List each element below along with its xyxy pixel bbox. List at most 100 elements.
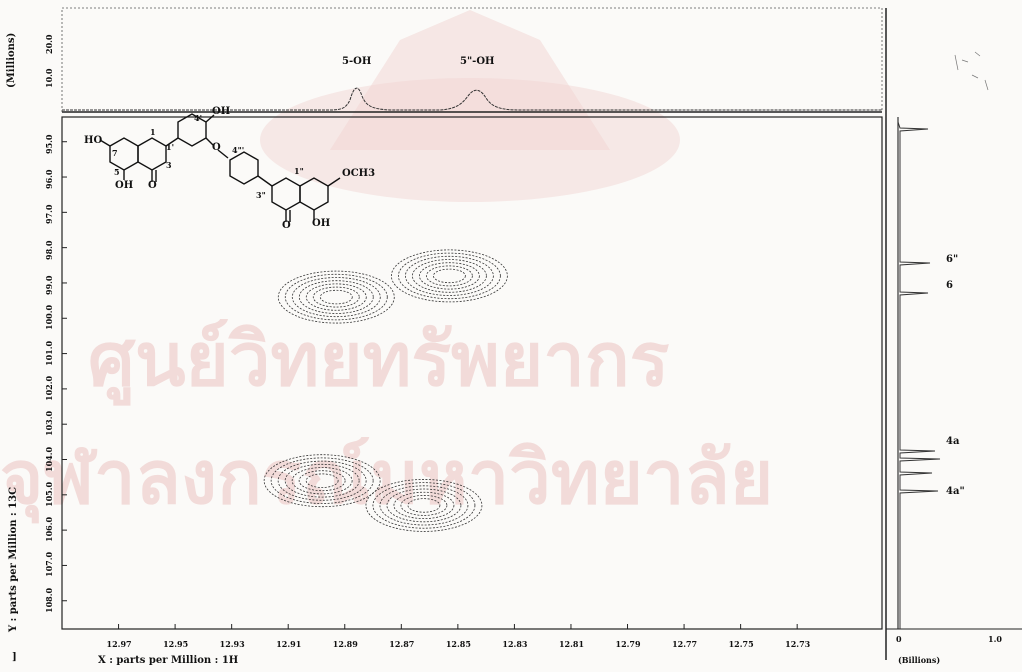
cross-peak-contour <box>291 277 381 318</box>
right-peak-label-4a: 4a <box>946 436 960 447</box>
cross-peak-contour <box>390 249 508 303</box>
x-tick-label: 12.89 <box>332 639 358 649</box>
x-tick-label: 12.95 <box>163 639 189 649</box>
y-axis-label: Y : parts per Million : 13C <box>8 486 19 632</box>
top-peak-label-5pp-oh: 5"-OH <box>460 56 495 67</box>
cross-peak-contour <box>312 286 360 308</box>
cross-peak-contour <box>305 283 367 311</box>
cross-peak-contour <box>432 268 466 284</box>
right-peak-label-6: 6 <box>946 280 953 291</box>
struct-n3pp-label: 3" <box>256 190 266 200</box>
top-trace-tick-10: 10.0 <box>44 68 54 88</box>
struct-oh-bottom-left-label: OH <box>115 180 134 191</box>
cross-peak-contour <box>418 262 480 290</box>
y-tick-label: 106.0 <box>44 517 54 543</box>
right-scribble <box>954 51 989 91</box>
right-trace-unit: (Billions) <box>898 655 941 665</box>
struct-o-link-label: O <box>212 142 221 153</box>
struct-o-right-label: O <box>282 220 291 231</box>
struct-n3-label: 3 <box>166 160 172 170</box>
x-tick-label: 12.93 <box>219 639 245 649</box>
x-tick-label: 12.79 <box>615 639 641 649</box>
top-1d-trace <box>62 87 882 111</box>
y-tick-label: 103.0 <box>44 411 54 437</box>
left-edge-mark: ] <box>12 652 17 663</box>
x-axis-ticks <box>118 624 798 629</box>
cross-peak <box>365 479 483 532</box>
struct-n1p-label: 1' <box>166 142 175 152</box>
struct-n5-label: 5 <box>114 167 120 177</box>
cross-peak-contour <box>393 491 455 520</box>
x-tick-label: 12.97 <box>106 639 132 649</box>
y-tick-label: 97.0 <box>44 204 54 225</box>
cross-peak <box>263 454 381 508</box>
x-tick-label: 12.87 <box>389 639 415 649</box>
cross-peak-contour <box>291 467 353 495</box>
cross-peak-contour <box>277 460 367 501</box>
y-tick-label: 105.0 <box>44 481 54 507</box>
cross-peak-contour <box>425 265 473 287</box>
cross-peak-contour <box>372 482 476 529</box>
cross-peak-contour <box>277 270 395 324</box>
cross-peaks <box>263 249 508 532</box>
right-tick-0: 0 <box>896 634 902 644</box>
x-tick-label: 12.85 <box>445 639 471 649</box>
x-tick-label: 12.77 <box>672 639 698 649</box>
cross-peak-contour <box>305 473 339 488</box>
cross-peak-contour <box>270 457 374 504</box>
struct-n4pp-label: 4"' <box>232 145 245 155</box>
right-peak-label-4app: 4a" <box>946 486 965 497</box>
x-tick-label: 12.91 <box>276 639 302 649</box>
right-peak-label-6pp: 6" <box>946 254 959 265</box>
cross-peak <box>390 249 508 303</box>
cross-peak-contour <box>407 498 441 513</box>
cross-peak-contour <box>284 463 360 498</box>
cross-peak-contour <box>397 252 501 300</box>
y-tick-label: 99.0 <box>44 275 54 295</box>
struct-n1pp-label: 1" <box>294 166 304 176</box>
y-tick-label: 96.0 <box>44 169 54 190</box>
y-tick-label: 98.0 <box>44 240 54 260</box>
struct-oh-top-label: OH <box>212 106 231 117</box>
cross-peak-contour <box>379 485 469 526</box>
right-1d-trace <box>897 121 941 629</box>
struct-ho-label: HO <box>84 135 103 146</box>
y-tick-label: 104.0 <box>44 446 54 472</box>
right-tick-1: 1.0 <box>988 634 1002 644</box>
top-peak-label-5-oh: 5-OH <box>342 56 372 67</box>
y-tick-label: 102.0 <box>44 375 54 401</box>
watermark-seal-roof <box>330 10 610 150</box>
cross-peak-contour <box>404 255 494 296</box>
main-plot-frame <box>61 116 883 630</box>
y-axis-ticks <box>62 141 67 602</box>
top-trace-unit: (Millions) <box>6 32 17 88</box>
x-axis-label: X : parts per Million : 1H <box>98 655 239 666</box>
x-tick-label: 12.83 <box>502 639 528 649</box>
struct-n7-label: 7 <box>112 148 118 158</box>
y-tick-label: 100.0 <box>44 305 54 331</box>
cross-peak <box>277 270 395 324</box>
y-tick-label: 101.0 <box>44 340 54 366</box>
cross-peak-contour <box>263 454 381 508</box>
cross-peak-contour <box>284 273 388 321</box>
struct-och3-label: OCH3 <box>342 168 376 179</box>
y-tick-label: 108.0 <box>44 587 54 613</box>
cross-peak-contour <box>298 280 374 314</box>
y-tick-label: 107.0 <box>44 552 54 578</box>
struct-n4p-label: 4' <box>194 113 203 123</box>
x-tick-label: 12.75 <box>728 639 754 649</box>
chemical-structure <box>99 113 341 222</box>
top-trace-tick-20: 20.0 <box>44 34 54 54</box>
x-tick-label: 12.81 <box>558 639 585 649</box>
cross-peak-contour <box>298 470 346 492</box>
x-tick-label: 12.73 <box>785 639 811 649</box>
cross-peak-contour <box>411 259 487 293</box>
cross-peak-contour <box>365 479 483 532</box>
cross-peak-contour <box>400 495 448 516</box>
cross-peak-contour <box>319 289 353 305</box>
struct-o-left-label: O <box>148 180 157 191</box>
y-tick-label: 95.0 <box>44 134 54 154</box>
struct-n1-label: 1 <box>150 127 156 137</box>
